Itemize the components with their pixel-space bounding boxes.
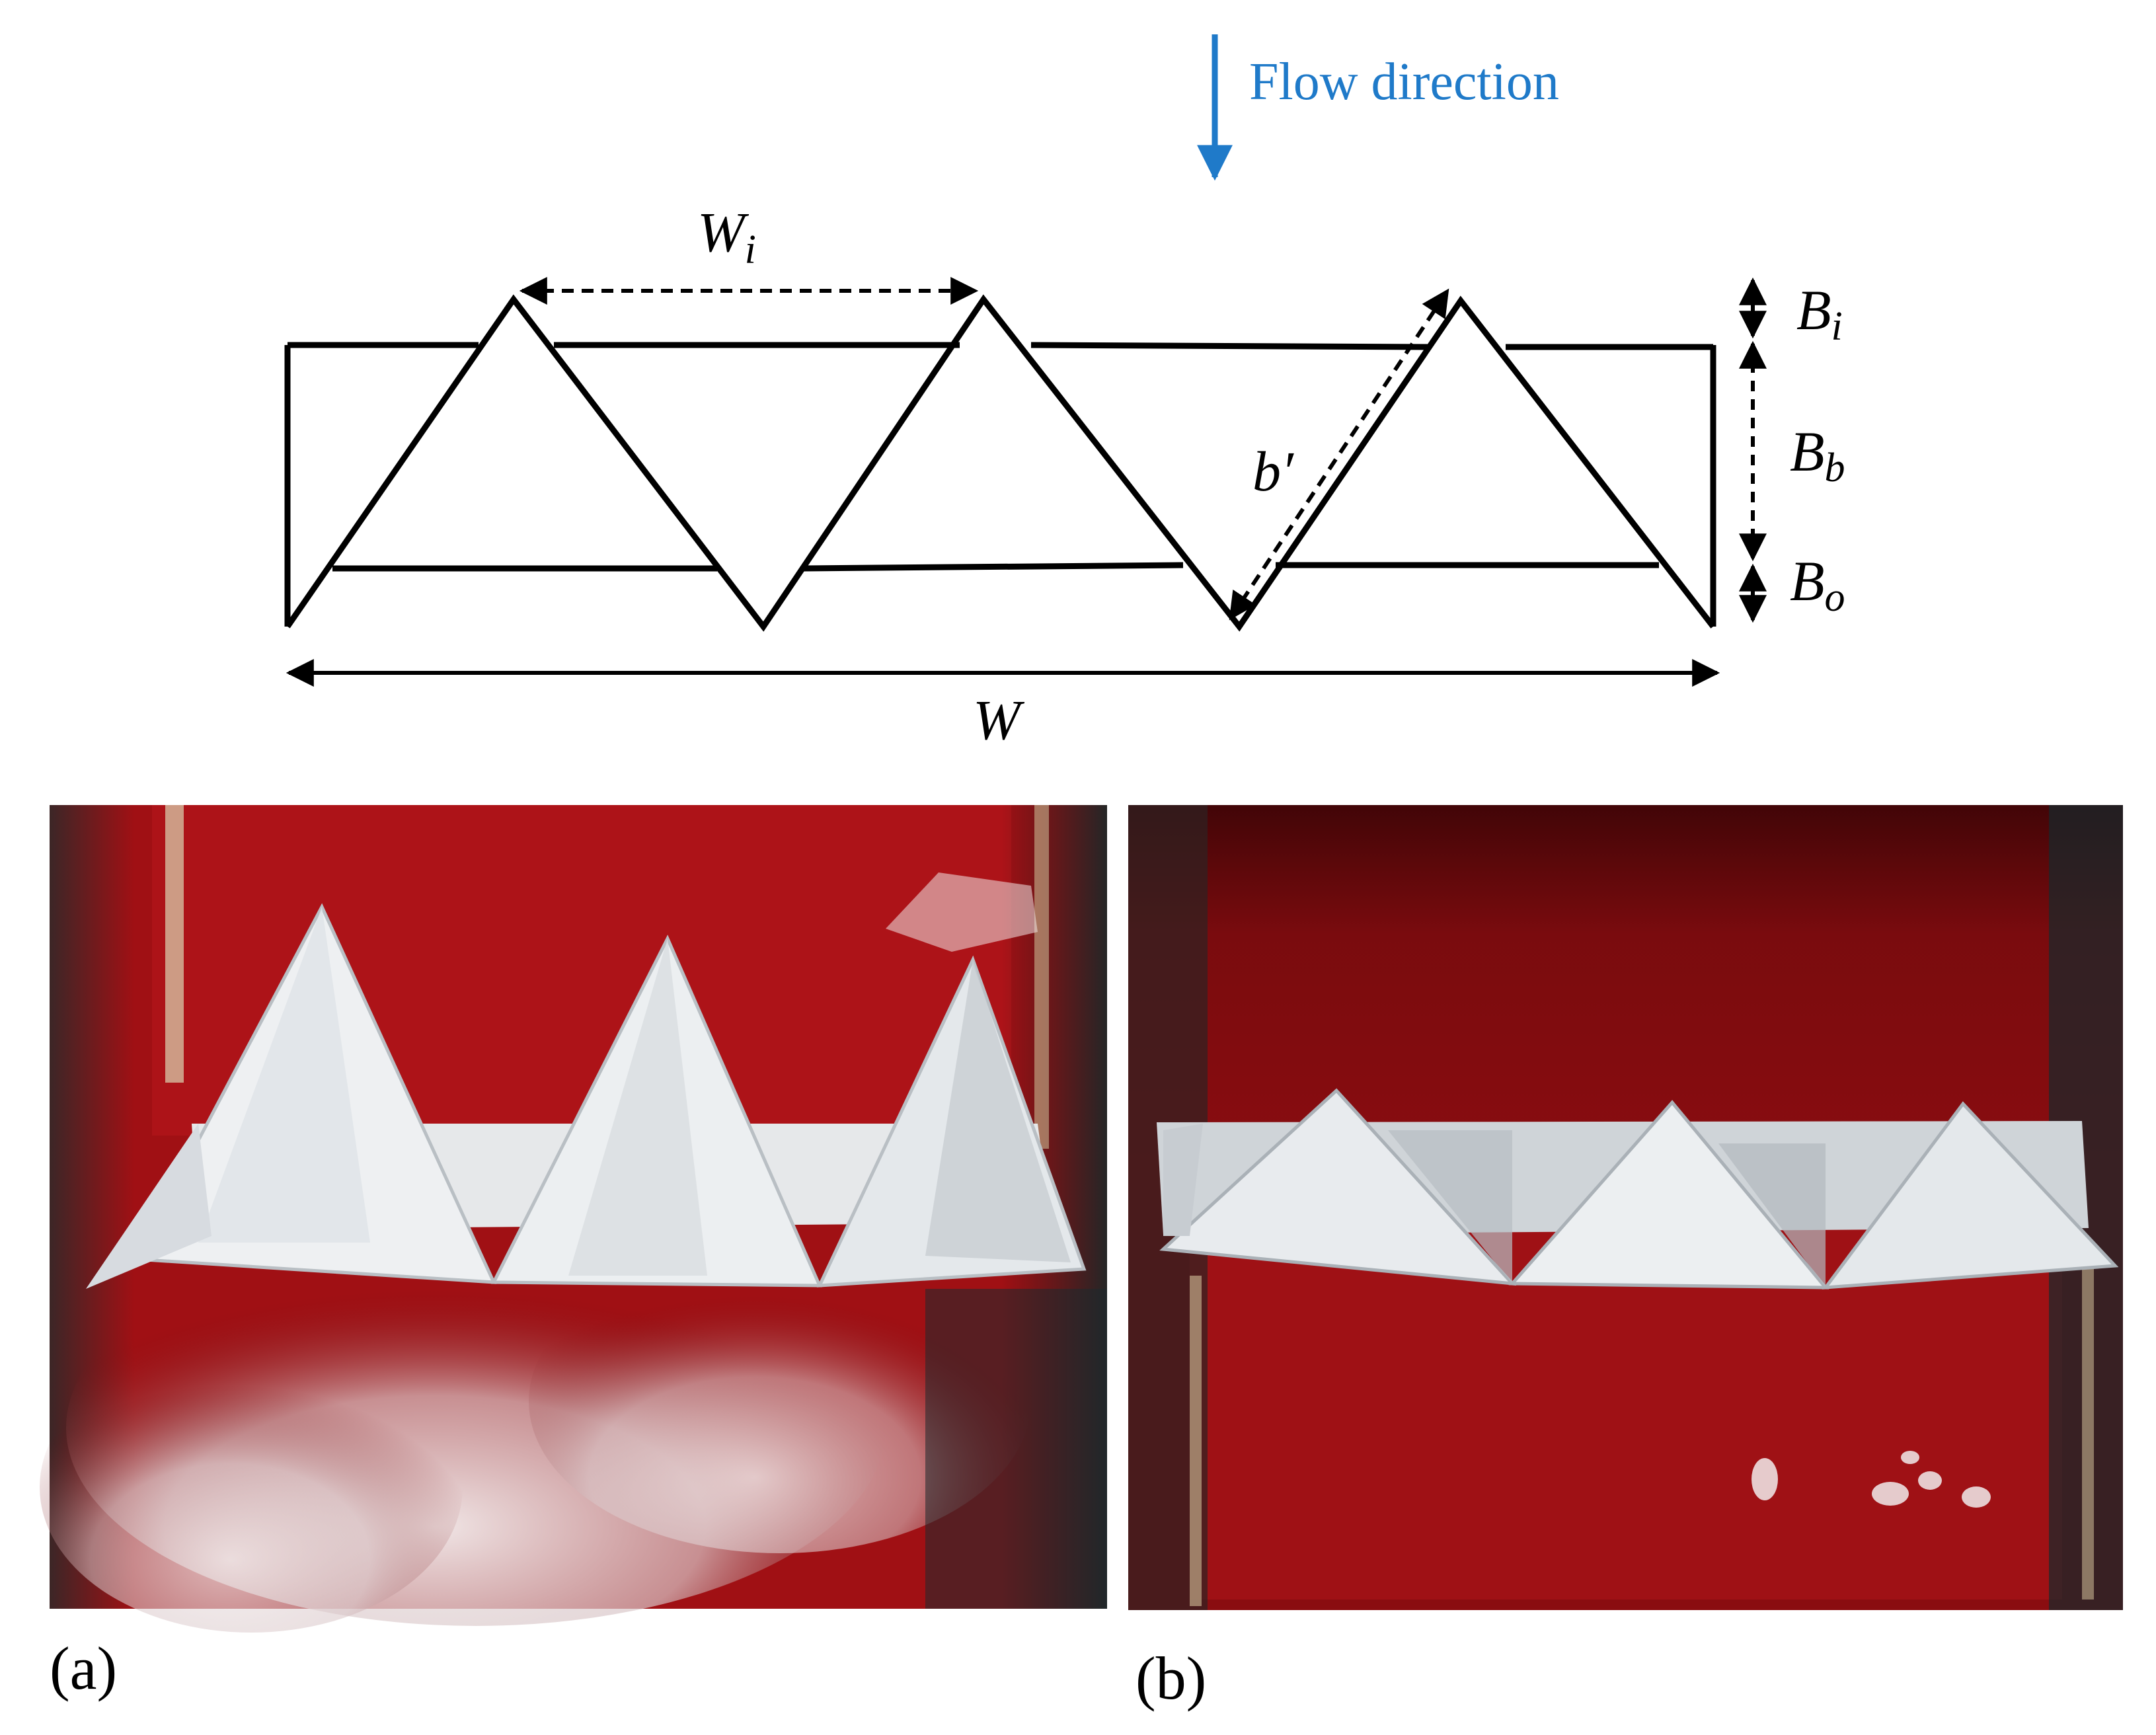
bb-label: Bb — [1790, 420, 1845, 490]
panel-label-b: (b) — [1136, 1644, 1206, 1712]
photo-b-bubbles — [1752, 1451, 1991, 1508]
panel-label-a: (a) — [50, 1635, 117, 1702]
photo-b-weir-cycles — [1159, 1088, 2119, 1290]
w-label: W — [973, 688, 1025, 752]
bo-label: Bo — [1790, 549, 1845, 620]
weir-schematic: Flow direction Wi b′ W — [284, 34, 1845, 752]
bi-label: Bi — [1796, 278, 1843, 349]
weir-outline — [284, 294, 1716, 632]
b-prime-label: b′ — [1252, 440, 1294, 503]
photo-a — [40, 805, 1107, 1633]
b-prime-dimension-line — [1229, 288, 1449, 621]
photo-b — [1128, 805, 2123, 1610]
flow-direction-label: Flow direction — [1249, 53, 1559, 111]
wi-label: Wi — [697, 200, 756, 272]
